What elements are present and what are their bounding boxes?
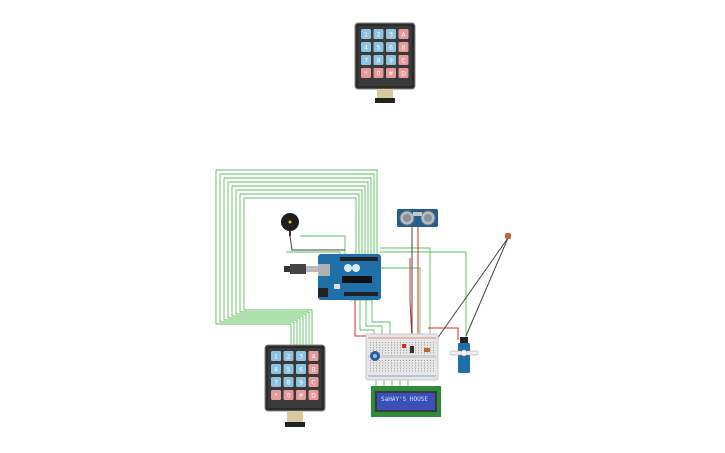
keypad-key-9[interactable]: [296, 377, 306, 387]
arduino-uno[interactable]: [318, 254, 381, 300]
keypad-key-label: D: [311, 393, 316, 400]
keypad-key-label: 0: [377, 71, 381, 78]
keypad-key-label: 0: [287, 393, 291, 400]
breadboard[interactable]: [365, 333, 439, 381]
photoresistor[interactable]: [505, 233, 511, 239]
keypad-key-9[interactable]: [386, 55, 396, 65]
keypad-key-label: 2: [377, 32, 381, 39]
keypad-key-B[interactable]: [308, 364, 319, 374]
keypad-key-label: C: [311, 380, 315, 387]
keypad-key-#[interactable]: [296, 390, 306, 400]
keypad-key-6[interactable]: [386, 42, 396, 52]
keypad-key-label: B: [311, 367, 315, 374]
keypad-key-label: 1: [364, 32, 368, 39]
keypad-top[interactable]: 1 2 3 A 4 5 6 B 7 8 9 C * 0 # D: [354, 22, 416, 103]
keypad-key-label: C: [401, 58, 405, 65]
keypad-key-label: 3: [389, 32, 393, 39]
keypad-key-1[interactable]: [361, 29, 371, 39]
keypad-key-label: *: [275, 393, 278, 400]
keypad-key-label: 2: [287, 354, 291, 361]
keypad-bottom[interactable]: 1 2 3 A 4 5 6 B 7 8 9 C * 0 # D: [264, 344, 326, 427]
keypad-key-2[interactable]: [373, 29, 384, 39]
keypad-bottom-connector: [285, 422, 305, 427]
buzzer[interactable]: [281, 213, 299, 236]
keypad-key-*[interactable]: [271, 390, 281, 400]
keypad-key-B[interactable]: [398, 42, 409, 52]
keypad-key-7[interactable]: [361, 55, 371, 65]
keypad-key-6[interactable]: [296, 364, 306, 374]
keypad-key-D[interactable]: [308, 390, 319, 400]
keypad-key-label: 5: [377, 45, 381, 52]
keypad-key-label: 4: [364, 45, 368, 52]
keypad-key-2[interactable]: [283, 351, 294, 361]
lcd-line-1: SaHAY'S HOUSE: [381, 396, 428, 403]
keypad-key-label: 8: [377, 58, 381, 65]
keypad-top-ribbon: [377, 89, 393, 98]
keypad-key-label: 1: [274, 354, 278, 361]
keypad-key-0[interactable]: [373, 68, 384, 78]
keypad-key-1[interactable]: [271, 351, 281, 361]
keypad-key-7[interactable]: [271, 377, 281, 387]
lcd-display[interactable]: SaHAY'S HOUSE: [371, 386, 441, 417]
keypad-key-label: B: [401, 45, 405, 52]
keypad-key-label: 8: [287, 380, 291, 387]
keypad-key-8[interactable]: [283, 377, 294, 387]
keypad-key-label: D: [401, 71, 406, 78]
keypad-key-label: 7: [274, 380, 278, 387]
keypad-key-label: 9: [299, 380, 303, 387]
usb-cable-plug: [284, 264, 318, 274]
keypad-key-4[interactable]: [271, 364, 281, 374]
keypad-key-*[interactable]: [361, 68, 371, 78]
keypad-key-5[interactable]: [373, 42, 384, 52]
keypad-key-C[interactable]: [308, 377, 319, 387]
keypad-wire-bus: [215, 169, 467, 388]
keypad-key-3[interactable]: [296, 351, 306, 361]
servo-motor[interactable]: [449, 337, 479, 373]
keypad-key-4[interactable]: [361, 42, 371, 52]
keypad-key-label: #: [388, 71, 393, 78]
keypad-key-label: 4: [274, 367, 278, 374]
keypad-bottom-keys: 1 2 3 A 4 5 6 B 7 8 9 C * 0 # D: [271, 351, 319, 400]
keypad-key-5[interactable]: [283, 364, 294, 374]
breadboard-holes: [370, 342, 434, 372]
power-wires: [289, 226, 509, 347]
keypad-key-label: #: [298, 393, 303, 400]
ultrasonic-sensor[interactable]: [397, 209, 438, 227]
keypad-key-C[interactable]: [398, 55, 409, 65]
keypad-key-A[interactable]: [398, 29, 409, 39]
keypad-key-0[interactable]: [283, 390, 294, 400]
keypad-top-connector: [375, 98, 395, 103]
keypad-key-8[interactable]: [373, 55, 384, 65]
keypad-key-#[interactable]: [386, 68, 396, 78]
keypad-key-label: 6: [299, 367, 303, 374]
keypad-key-label: 6: [389, 45, 393, 52]
potentiometer[interactable]: [370, 351, 380, 361]
breadboard-parts: [402, 344, 430, 353]
keypad-key-label: A: [401, 32, 406, 39]
keypad-key-3[interactable]: [386, 29, 396, 39]
keypad-key-label: 3: [299, 354, 303, 361]
keypad-key-label: 9: [389, 58, 393, 65]
keypad-key-D[interactable]: [398, 68, 409, 78]
keypad-top-keys: 1 2 3 A 4 5 6 B 7 8 9 C * 0 # D: [361, 29, 409, 78]
keypad-key-label: *: [365, 71, 368, 78]
keypad-key-label: A: [311, 354, 316, 361]
keypad-key-label: 7: [364, 58, 368, 65]
keypad-key-label: 5: [287, 367, 291, 374]
keypad-bottom-ribbon: [287, 411, 303, 422]
keypad-key-A[interactable]: [308, 351, 319, 361]
